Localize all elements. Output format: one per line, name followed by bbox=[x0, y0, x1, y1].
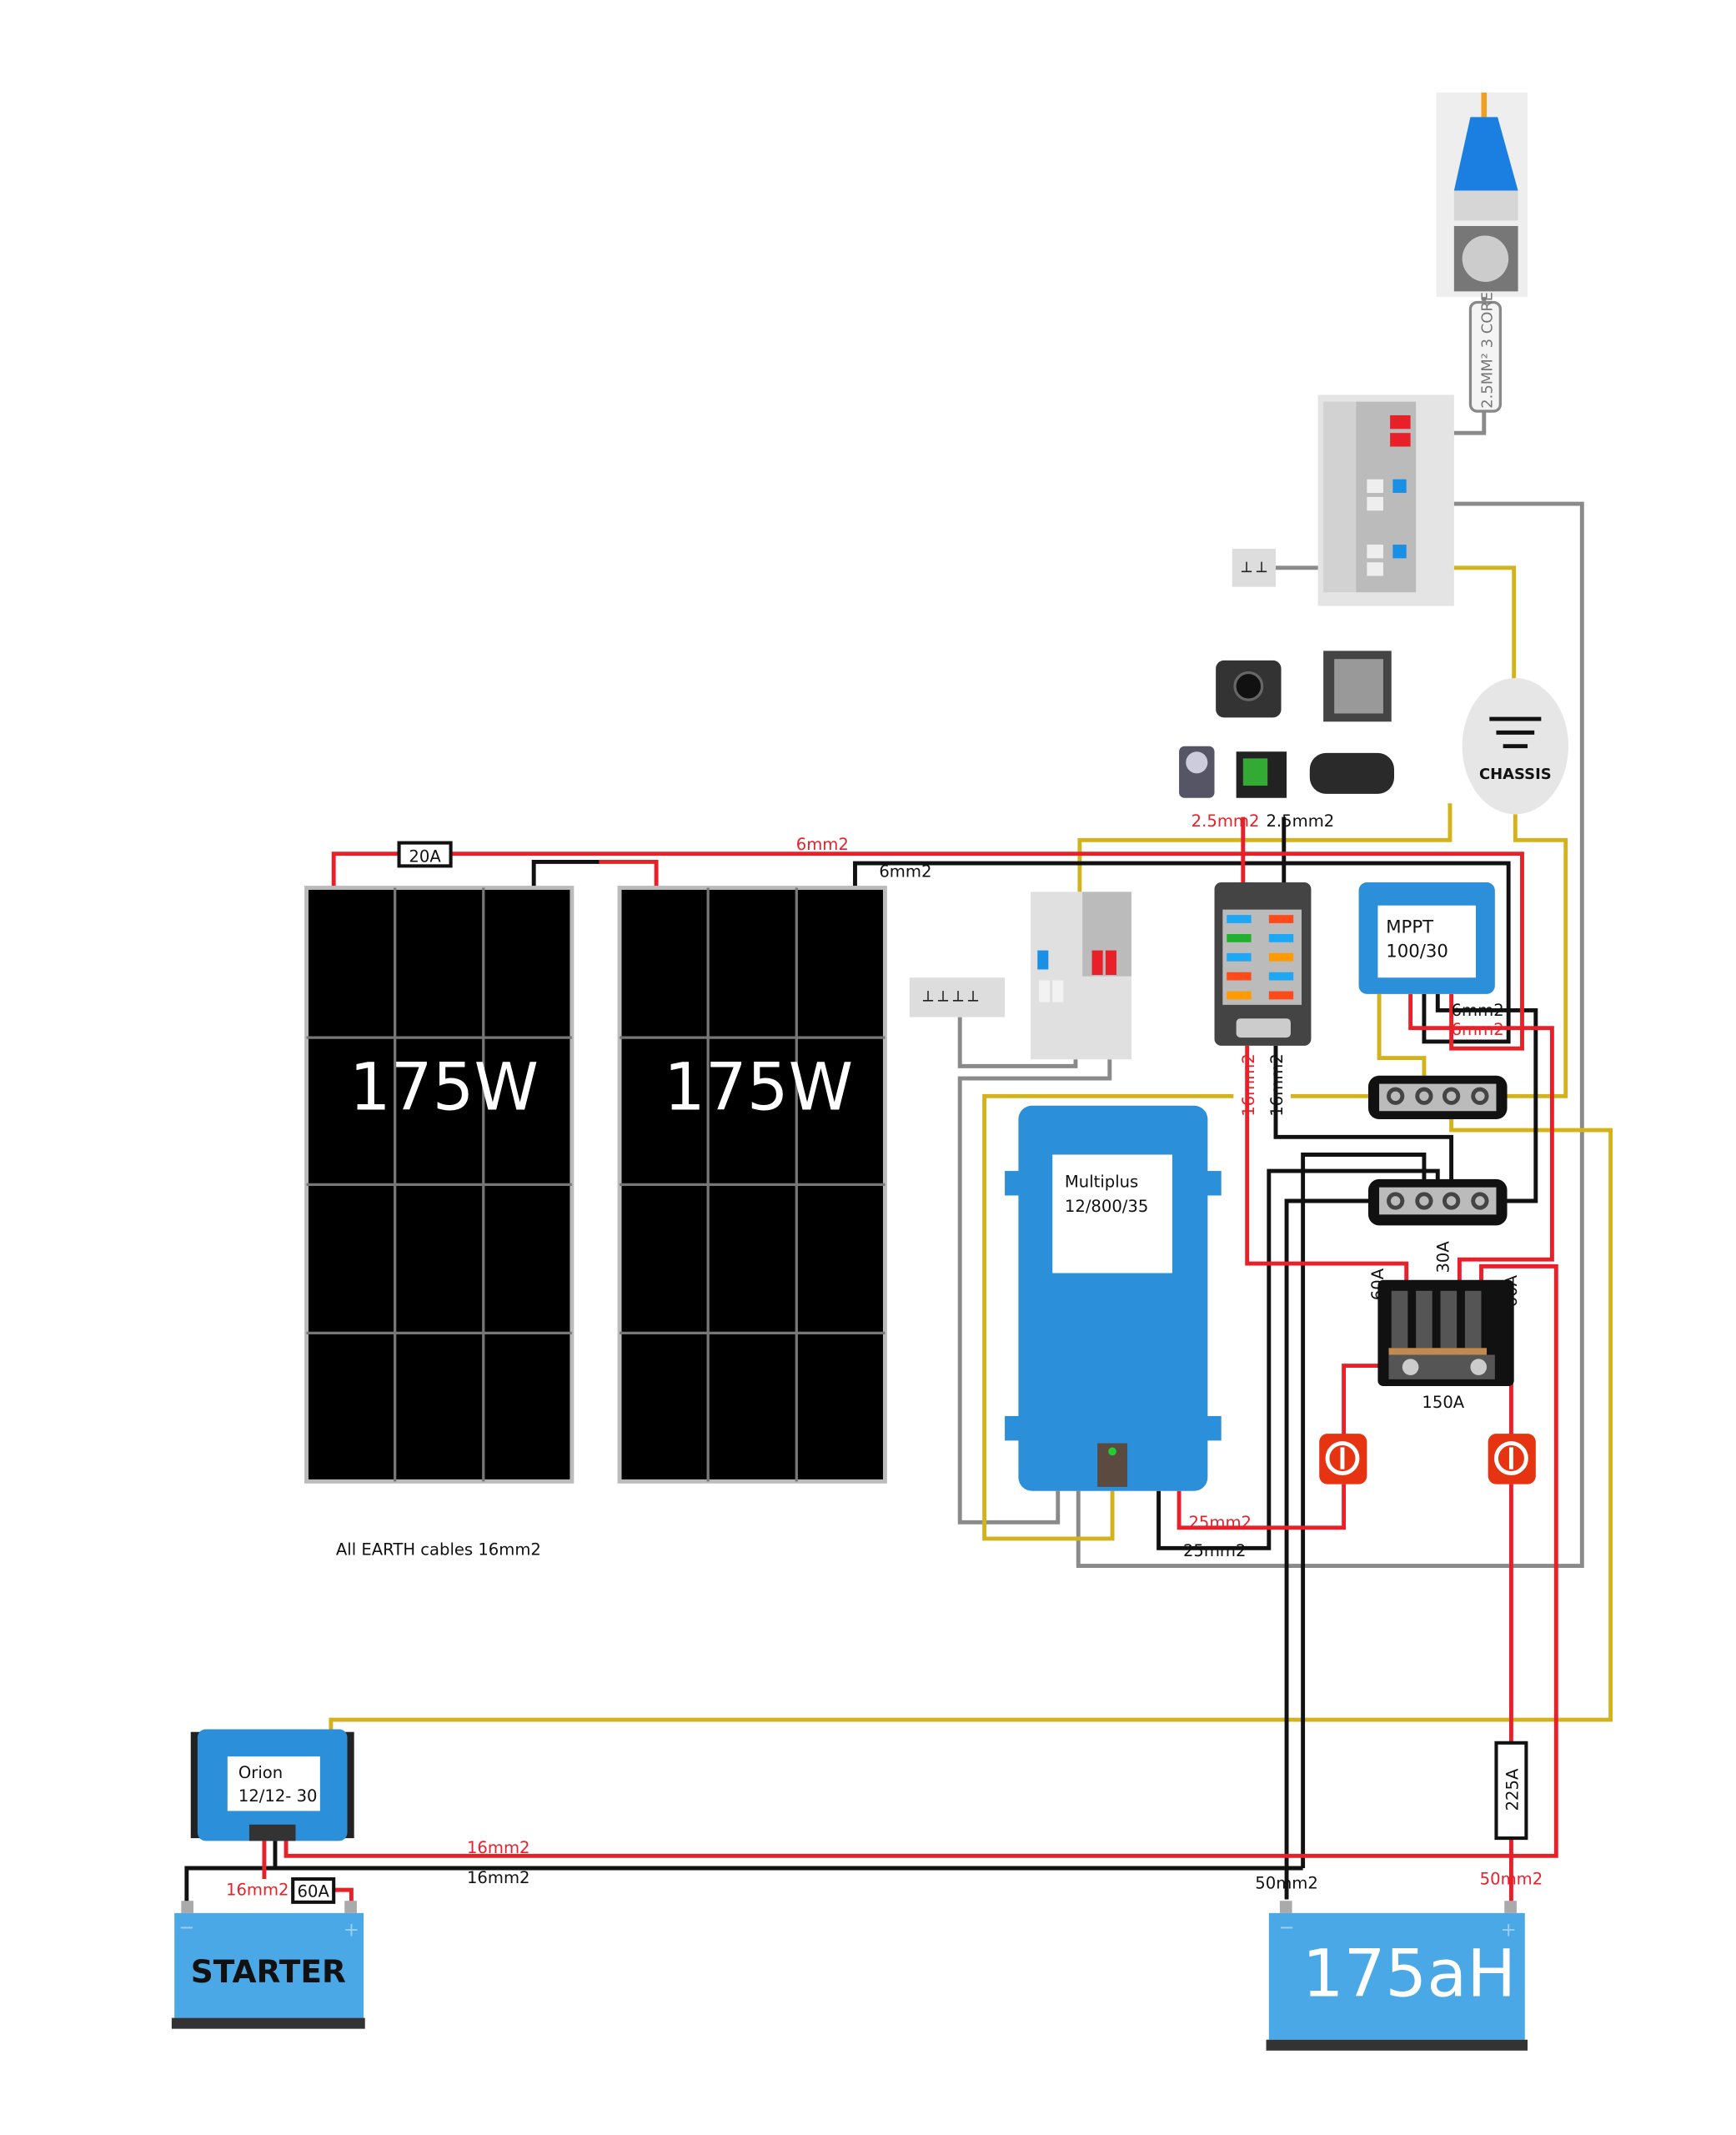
house-neg-cable: 50mm2 bbox=[1255, 1873, 1318, 1892]
fuse-right-rating: 60A bbox=[1502, 1274, 1521, 1307]
multiplus-line1: Multiplus bbox=[1065, 1173, 1138, 1192]
svg-text:+: + bbox=[1501, 1920, 1517, 1942]
multiplus-inverter: Multiplus 12/800/35 bbox=[1005, 1105, 1222, 1491]
mppt-pos-cable: 6mm2 bbox=[1452, 1020, 1504, 1039]
orion-out-neg-cable: 16mm2 bbox=[467, 1868, 530, 1887]
svg-text:225A: 225A bbox=[1503, 1768, 1523, 1811]
svg-text:−: − bbox=[178, 1916, 194, 1938]
house-battery-label: 175aH bbox=[1302, 1936, 1517, 2012]
consumer-unit bbox=[1317, 394, 1454, 606]
fusebox-neg-cable: 16mm2 bbox=[1267, 1053, 1287, 1117]
mppt-neg-cable: 6mm2 bbox=[1452, 1001, 1504, 1020]
isolator-switch-right[interactable] bbox=[1488, 1434, 1536, 1484]
diesel-heater-icon bbox=[1309, 752, 1395, 794]
hookup-inlet: 2.5MM² 3 CORE bbox=[1436, 93, 1528, 413]
orion-line1: Orion bbox=[238, 1763, 283, 1782]
ac-distribution-unit bbox=[1031, 892, 1131, 1060]
uk-socket-single-icon: ┴ ┴ bbox=[1232, 548, 1276, 587]
uk-socket-double-icon: ┴ ┴ ┴ ┴ bbox=[909, 977, 1006, 1017]
loads-neg-cable: 2.5mm2 bbox=[1266, 811, 1334, 831]
water-pump-icon bbox=[1179, 746, 1215, 798]
note-earth-cables: All EARTH cables 16mm2 bbox=[336, 1540, 541, 1559]
main-fuse-rating: 150A bbox=[1422, 1393, 1464, 1412]
orion-out-pos-cable: 16mm2 bbox=[467, 1838, 530, 1857]
solar-fuse: 20A bbox=[397, 841, 453, 868]
orion-in-cable: 16mm2 bbox=[226, 1881, 289, 1900]
house-pos-cable: 50mm2 bbox=[1480, 1870, 1543, 1889]
negative-busbar bbox=[1368, 1178, 1508, 1226]
earth-wires bbox=[329, 565, 1613, 1732]
house-battery: − + 175aH bbox=[1266, 1901, 1528, 2051]
ground-icon bbox=[1489, 716, 1542, 749]
svg-text:+: + bbox=[344, 1920, 359, 1942]
fusebox-pos-cable: 16mm2 bbox=[1239, 1053, 1258, 1117]
starter-battery-label: STARTER bbox=[191, 1953, 346, 1990]
starter-battery: − + STARTER bbox=[171, 1901, 365, 2029]
orion-line2: 12/12- 30 bbox=[238, 1786, 318, 1806]
multiplus-line2: 12/800/35 bbox=[1065, 1197, 1148, 1216]
multiplus-neg-cable: 25mm2 bbox=[1183, 1541, 1247, 1560]
svg-text:┴ ┴: ┴ ┴ bbox=[1241, 561, 1267, 581]
mppt-line1: MPPT bbox=[1386, 917, 1434, 937]
solar-panel-2-label: 175W bbox=[664, 1050, 853, 1126]
mppt-controller: MPPT 100/30 bbox=[1358, 882, 1495, 994]
fuse-left-rating: 60A bbox=[1368, 1268, 1387, 1300]
solar-pos-cable: 6mm2 bbox=[796, 835, 849, 854]
orion-dc-dc-charger: Orion 12/12- 30 bbox=[190, 1729, 354, 1841]
12v-socket-icon bbox=[1216, 660, 1282, 718]
solar-panel-1: 175W bbox=[304, 886, 574, 1484]
svg-text:20A: 20A bbox=[409, 846, 441, 866]
fridge-icon bbox=[1323, 651, 1392, 722]
isolator-switch-left[interactable] bbox=[1319, 1434, 1367, 1484]
chassis-label: CHASSIS bbox=[1479, 766, 1552, 783]
chassis-ground: CHASSIS bbox=[1462, 678, 1568, 815]
loads-pos-cable: 2.5mm2 bbox=[1192, 811, 1260, 831]
blade-fuse-box bbox=[1214, 882, 1312, 1046]
earth-busbar bbox=[1368, 1075, 1508, 1120]
svg-text:60A: 60A bbox=[298, 1881, 330, 1901]
hookup-plug-icon bbox=[1453, 117, 1518, 191]
svg-text:−: − bbox=[1278, 1916, 1294, 1938]
negative-wires bbox=[184, 816, 1538, 1906]
svg-text:┴ ┴ ┴ ┴: ┴ ┴ ┴ ┴ bbox=[922, 991, 978, 1011]
solar-neg-cable: 6mm2 bbox=[879, 862, 931, 881]
solar-panel-1-label: 175W bbox=[349, 1050, 539, 1126]
loads: 2.5mm2 2.5mm2 bbox=[1179, 651, 1395, 831]
orion-in-fuse: 60A bbox=[291, 1877, 336, 1904]
multiplus-pos-cable: 25mm2 bbox=[1188, 1513, 1252, 1532]
battery-monitor-icon bbox=[1236, 751, 1287, 798]
fuse-mid-rating: 30A bbox=[1433, 1241, 1453, 1273]
solar-panel-2: 175W bbox=[617, 886, 887, 1484]
house-battery-fuse: 225A bbox=[1494, 1741, 1528, 1841]
mega-fuse-holder bbox=[1377, 1279, 1514, 1387]
hookup-cable-label: 2.5MM² 3 CORE bbox=[1479, 292, 1497, 409]
ac-wires bbox=[957, 296, 1584, 1568]
mppt-line2: 100/30 bbox=[1386, 942, 1448, 962]
positive-wires bbox=[262, 816, 1558, 1909]
